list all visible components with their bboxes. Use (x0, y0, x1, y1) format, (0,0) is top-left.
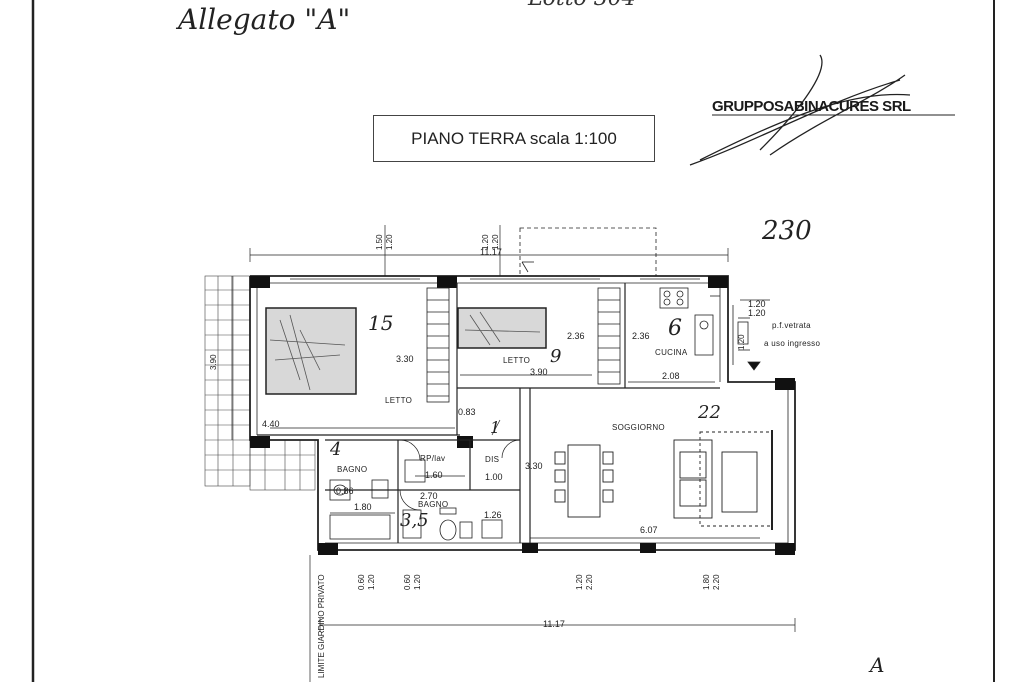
dim-bottom-d2: 2.20 (712, 574, 721, 590)
dim-top-a2: 1.20 (385, 234, 394, 250)
room-label-bagno-1: BAGNO (337, 465, 368, 474)
kitchen-fixtures (659, 287, 720, 356)
bathroom-fixtures (329, 459, 503, 541)
dim-entrance-a: 1.20 (748, 299, 766, 309)
left-terrace (204, 275, 316, 491)
dim-bagno1-width: 1.80 (354, 502, 372, 512)
room-area-letto-2: 9 (550, 346, 562, 367)
dim-dis-width: 1.00 (485, 472, 503, 482)
dim-soggiorno-height: 3.30 (525, 461, 543, 471)
room-label-cucina: CUCINA (655, 348, 688, 357)
dim-entrance-b: 1.20 (748, 308, 766, 318)
dimension-lines (231, 225, 796, 682)
dim-bottom-a2: 1.20 (367, 574, 376, 590)
dim-bagno1-small: 0.86 (336, 486, 354, 496)
page-title: PIANO TERRA scala 1:100 (373, 115, 655, 162)
dim-corridor: 0.83 (458, 407, 476, 417)
dim-letto1-width: 4.40 (262, 419, 280, 429)
room-label-letto-2: LETTO (503, 356, 531, 365)
dining-set (554, 444, 614, 518)
signature-scribble (689, 54, 911, 166)
dim-bottom-c2: 2.20 (585, 574, 594, 590)
dim-bottom-d1: 1.80 (702, 574, 711, 590)
dim-letto2-height: 2.36 (567, 331, 585, 341)
entrance-marker (732, 305, 761, 371)
handwritten-attachment-label: Allegato "A" (178, 3, 351, 36)
dim-top-b2: 1.20 (491, 234, 500, 250)
handwritten-lot-number: 230 (762, 216, 812, 246)
sofa-area (673, 430, 773, 530)
dim-left-height: 3.90 (209, 354, 218, 370)
garden-limit-label: LIMITE GIARDINO PRIVATO (317, 574, 326, 678)
dim-letto1-height: 3.30 (396, 354, 414, 364)
dim-top-a: 1.50 (375, 234, 384, 250)
dim-rp-width: 1.60 (425, 470, 443, 480)
room-area-soggiorno: 22 (698, 402, 721, 423)
top-windows (290, 227, 700, 280)
interior-walls (257, 283, 720, 543)
room-area-letto-1: 15 (368, 311, 394, 335)
dim-cucina-width: 2.08 (662, 371, 680, 381)
dim-cucina-height: 2.36 (632, 331, 650, 341)
bed-single (457, 307, 547, 349)
dim-bottom-a1: 0.60 (357, 574, 366, 590)
dim-bottom-b2: 1.20 (413, 574, 422, 590)
bed-master (265, 307, 357, 395)
dim-bagno2-width: 2.70 (420, 491, 438, 501)
room-label-bagno-2: BAGNO (418, 500, 449, 509)
room-area-dis: 1 (490, 418, 501, 437)
dim-bottom-b1: 0.60 (403, 574, 412, 590)
room-label-rp-lav: RP/lav (420, 454, 446, 463)
door-swings (399, 419, 521, 511)
entrance-label-line1: p.f.vetrata (772, 321, 811, 330)
room-label-letto-1: LETTO (385, 396, 413, 405)
room-label-soggiorno: SOGGIORNO (612, 423, 665, 432)
room-area-bagno-1: 4 (330, 439, 342, 460)
company-name: GRUPPOSABINACURES SRL (712, 98, 911, 115)
dim-entrance-vertical: 1.20 (737, 334, 746, 350)
dim-bagno2-small: 1.26 (484, 510, 502, 520)
dim-bottom-c1: 1.20 (575, 574, 584, 590)
pillars (250, 276, 795, 555)
entrance-label-line2: a uso ingresso (764, 339, 821, 348)
room-label-dis: DIS (485, 455, 500, 464)
handwritten-top-scribble: Lotto 304 (528, 0, 636, 10)
wardrobes (426, 287, 621, 403)
dim-top-b: 1.20 (481, 234, 490, 250)
dim-top-total: 11.17 (480, 247, 502, 257)
dim-letto2-width: 3.90 (530, 367, 548, 377)
room-area-bagno-2: 3,5 (400, 510, 429, 531)
room-area-cucina: 6 (668, 316, 682, 341)
page-mark: A (870, 653, 885, 677)
dim-soggiorno-width: 6.07 (640, 525, 658, 535)
dim-bottom-total: 11.17 (543, 619, 565, 629)
